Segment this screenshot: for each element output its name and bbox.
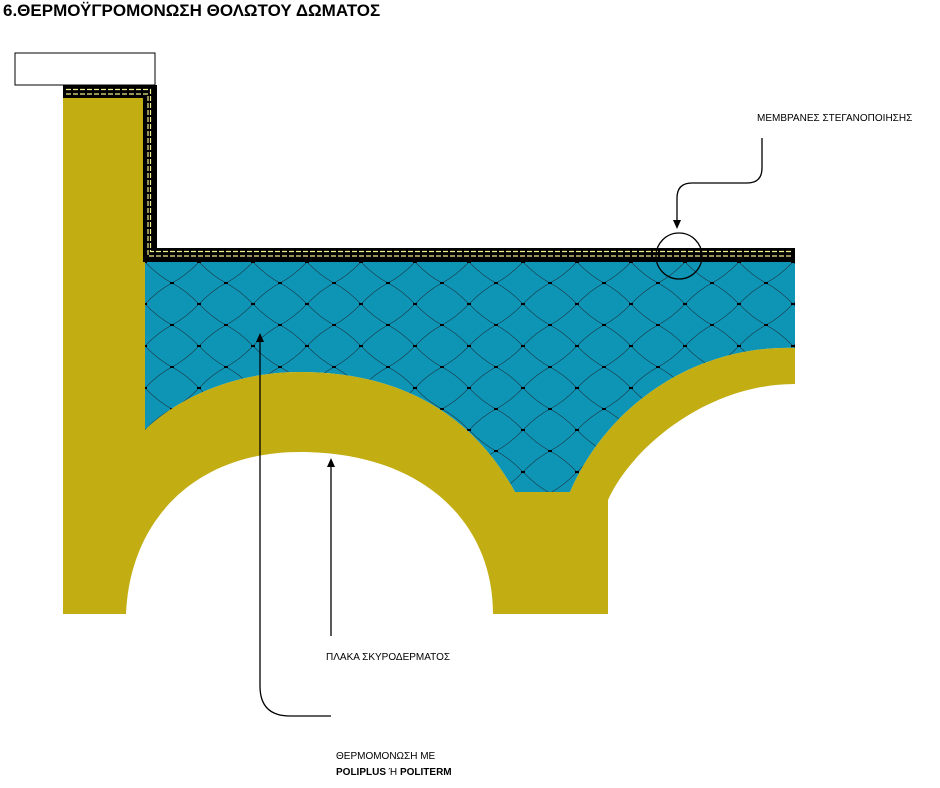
slab-label: ΠΛΑΚΑ ΣΚΥΡΟΔΕΡΜΑΤΟΣ (326, 652, 450, 663)
membrane-stripes (66, 88, 793, 257)
product-separator: Ή (386, 767, 400, 778)
insulation-leader-arrowhead (256, 333, 264, 342)
insulation-callout (256, 333, 331, 717)
concrete-structure (63, 97, 795, 614)
membrane-leader-arrowhead (673, 220, 681, 229)
product-poliplus: POLIPLUS (336, 767, 386, 778)
parapet-cap (14, 52, 156, 86)
membrane-detail-circle (655, 232, 703, 280)
insulation-leader-line (259, 340, 331, 717)
membranes-label: ΜΕΜΒΡΑΝΕΣ ΣΤΕΓΑΝΟΠΟΙΗΣΗΣ (757, 113, 912, 124)
waterproofing-membrane (63, 85, 795, 262)
insulation-label-line2: POLIPLUS Ή POLITERM (336, 767, 452, 778)
membrane-callout (655, 138, 763, 280)
page-title: 6.ΘΕΡΜΟΫΓΡΟΜΟΝΩΣΗ ΘΟΛΩΤΟΥ ΔΩΜΑΤΟΣ (3, 1, 381, 20)
slab-callout (327, 458, 335, 636)
membrane-top (63, 85, 157, 98)
product-politerm: POLITERM (400, 767, 452, 778)
membrane-horizontal (143, 248, 795, 262)
insulation-label-line1: ΘΕΡΜΟΜΟΝΩΣΗ ΜΕ (336, 751, 436, 762)
slab-leader-arrowhead (327, 458, 335, 467)
membrane-leader-line (676, 138, 763, 222)
